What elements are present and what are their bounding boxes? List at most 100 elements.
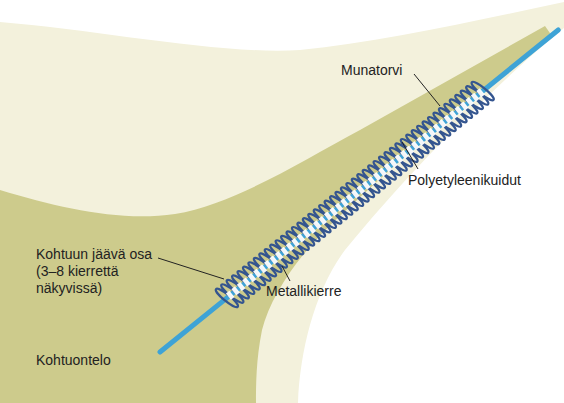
coil-winding bbox=[317, 203, 343, 226]
coil-winding bbox=[453, 93, 479, 116]
polyethylene-fiber bbox=[308, 225, 317, 234]
coil-winding bbox=[296, 221, 322, 244]
coil-winding bbox=[399, 137, 425, 160]
coil-winding bbox=[443, 102, 469, 125]
polyethylene-fiber bbox=[465, 97, 474, 106]
coil-winding bbox=[241, 265, 267, 288]
polyethylene-fiber bbox=[444, 115, 453, 124]
coil-winding bbox=[377, 155, 403, 178]
coil-winding bbox=[366, 163, 392, 186]
polyethylene-fiber bbox=[373, 172, 382, 181]
coil-winding bbox=[339, 185, 365, 208]
polyethylene-fiber bbox=[389, 159, 398, 168]
part-label: Polyetyleenikuidut bbox=[408, 172, 521, 189]
coil-winding bbox=[383, 150, 409, 173]
polyethylene-fiber bbox=[455, 106, 464, 115]
coil-winding bbox=[388, 146, 414, 169]
coil-winding bbox=[252, 256, 278, 279]
coil-winding bbox=[437, 106, 463, 129]
coil-winding bbox=[464, 84, 490, 107]
coil-winding bbox=[268, 243, 294, 266]
coil-winding bbox=[285, 229, 311, 252]
polyethylene-fiber bbox=[335, 203, 344, 212]
polyethylene-fiber bbox=[231, 286, 240, 295]
coil-winding bbox=[432, 111, 458, 134]
region-label: Kohtuontelo bbox=[36, 352, 111, 369]
coil-winding bbox=[279, 234, 305, 257]
coil-winding bbox=[448, 97, 474, 120]
polyethylene-fiber bbox=[346, 194, 355, 203]
polyethylene-fiber bbox=[384, 163, 393, 172]
polyethylene-fiber bbox=[362, 181, 371, 190]
leader-lines bbox=[158, 74, 440, 281]
leader-line bbox=[414, 74, 440, 106]
coil-winding bbox=[247, 260, 273, 283]
coil-winding bbox=[236, 269, 262, 292]
polyethylene-fiber bbox=[280, 247, 289, 256]
uterine-cavity bbox=[0, 26, 552, 403]
coil-winding bbox=[426, 115, 452, 138]
polyethylene-fiber bbox=[297, 234, 306, 243]
polyethylene-fiber bbox=[351, 189, 360, 198]
coil-winding bbox=[415, 124, 441, 147]
coil-winding bbox=[290, 225, 316, 248]
coil-winding bbox=[421, 119, 447, 142]
polyethylene-fiber bbox=[253, 269, 262, 278]
coil-winding bbox=[394, 141, 420, 164]
leader-line bbox=[402, 142, 418, 169]
polyethylene-fiber bbox=[471, 93, 480, 102]
coil-winding bbox=[361, 168, 387, 191]
polyethylene-fiber bbox=[449, 110, 458, 119]
coil-core bbox=[160, 30, 558, 352]
polyethylene-fiber bbox=[259, 264, 268, 273]
polyethylene-fiber bbox=[460, 101, 469, 110]
polyethylene-fiber bbox=[367, 176, 376, 185]
part-label: Metallikierre bbox=[266, 283, 341, 300]
coil-winding bbox=[372, 159, 398, 182]
polyethylene-fiber bbox=[302, 229, 311, 238]
polyethylene-fiber bbox=[242, 278, 251, 287]
coil-winding bbox=[274, 238, 300, 261]
part-label: Munatorvi bbox=[341, 62, 402, 79]
coil-winding bbox=[312, 207, 338, 230]
polyethylene-fiber bbox=[433, 123, 442, 132]
coil-winding bbox=[307, 212, 333, 235]
polyethylene-fiber bbox=[248, 273, 257, 282]
leader-line bbox=[158, 258, 224, 279]
polyethylene-fiber bbox=[264, 260, 273, 269]
coil-winding bbox=[470, 80, 496, 103]
polyethylene-fiber bbox=[275, 251, 284, 260]
polyethylene-fiber bbox=[340, 198, 349, 207]
coil-winding bbox=[219, 282, 245, 305]
polyethylene-fiber bbox=[422, 132, 431, 141]
polyethylene-fiber bbox=[237, 282, 246, 291]
polyethylene-fiber bbox=[476, 88, 485, 97]
polyethylene-fiber bbox=[378, 167, 387, 176]
polyethylene-fiber bbox=[286, 242, 295, 251]
polyethylene-fiber bbox=[411, 141, 420, 150]
coil-winding bbox=[410, 128, 436, 151]
coil-implant bbox=[151, 19, 564, 363]
coil-winding bbox=[225, 278, 251, 301]
coil-winding bbox=[263, 247, 289, 270]
polyethylene-fiber bbox=[324, 211, 333, 220]
polyethylene-fiber bbox=[329, 207, 338, 216]
polyethylene-fiber bbox=[416, 137, 425, 146]
coil-winding bbox=[350, 177, 376, 200]
polyethylene-fiber bbox=[291, 238, 300, 247]
leader-line bbox=[282, 266, 290, 281]
polyethylene-fiber bbox=[438, 119, 447, 128]
polyethylene-fiber bbox=[318, 216, 327, 225]
polyethylene-fiber bbox=[427, 128, 436, 137]
part-label: Kohtuun jäävä osa (3–8 kierrettä näkyvis… bbox=[36, 246, 158, 297]
polyethylene-fiber bbox=[357, 185, 366, 194]
polyethylene-fiber bbox=[395, 154, 404, 163]
coil-winding bbox=[230, 273, 256, 296]
coil-winding bbox=[214, 287, 240, 310]
polyethylene-fiber bbox=[269, 256, 278, 265]
polyethylene-fiber bbox=[226, 291, 235, 300]
coil-winding bbox=[459, 89, 485, 112]
